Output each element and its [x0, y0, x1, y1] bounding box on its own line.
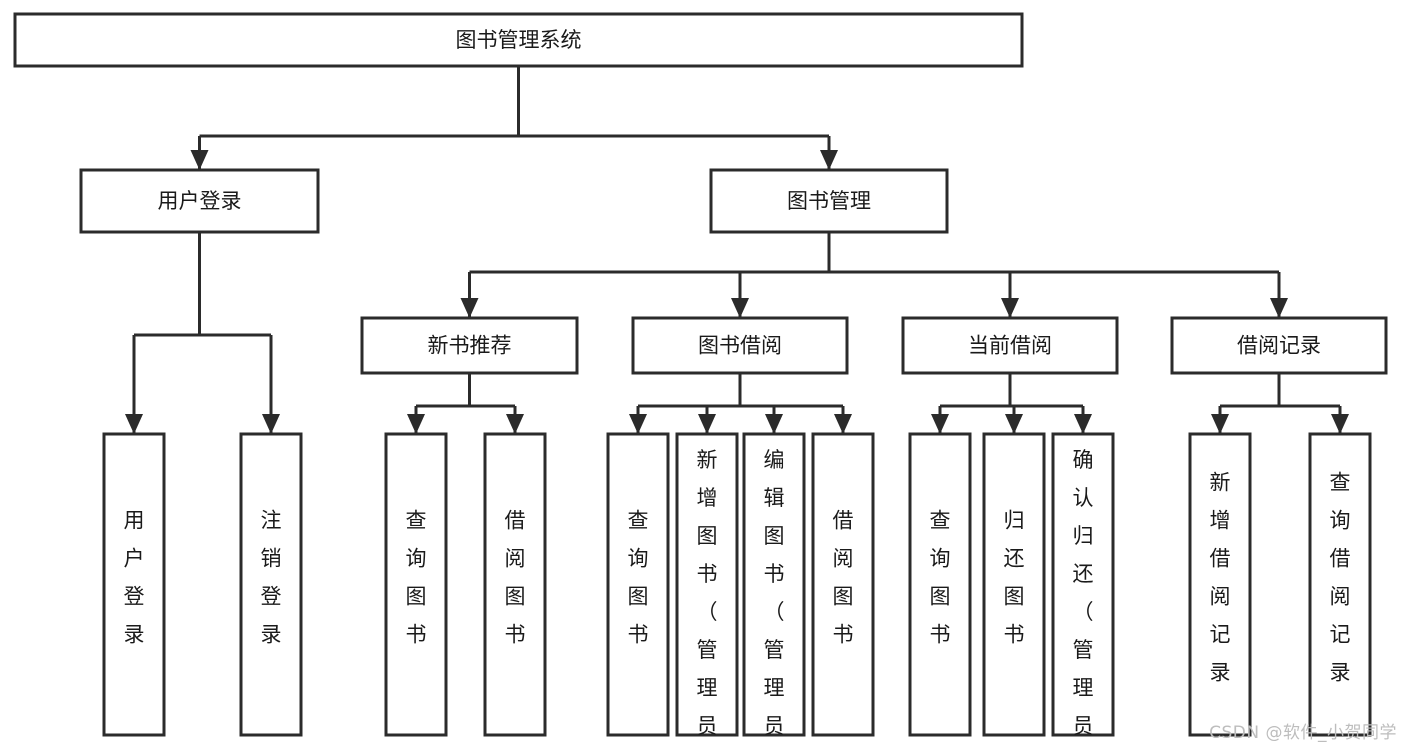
arrow-head-icon — [262, 414, 280, 434]
node-user-login-logout[interactable]: 注销登录 — [239, 432, 303, 737]
arrow-head-icon — [931, 414, 949, 434]
node-new-book-query[interactable]: 查询图书 — [384, 432, 448, 737]
node-label-user-login-logout: 注销登录 — [261, 509, 282, 647]
arrow-head-icon — [698, 414, 716, 434]
node-label-current-return-book: 归还图书 — [1004, 509, 1025, 647]
node-root[interactable]: 图书管理系统 — [13, 12, 1024, 68]
arrow-head-icon — [1074, 414, 1092, 434]
node-label-book-borrow: 图书借阅 — [698, 334, 782, 358]
node-borrow-edit-book[interactable]: 编辑图书（管理员） — [742, 432, 806, 747]
node-box-borrow-records — [1170, 316, 1388, 375]
node-borrow-add-book[interactable]: 新增图书（管理员） — [675, 432, 739, 747]
arrow-head-icon — [820, 150, 838, 170]
node-current-borrow[interactable]: 当前借阅 — [901, 316, 1119, 375]
arrow-head-icon — [731, 298, 749, 318]
node-box-borrow-add-book — [675, 432, 739, 737]
node-box-records-add — [1188, 432, 1252, 737]
arrow-head-icon — [1331, 414, 1349, 434]
node-current-confirm-return[interactable]: 确认归还（管理员） — [1051, 432, 1115, 747]
arrow-head-icon — [834, 414, 852, 434]
node-box-records-query — [1308, 432, 1372, 737]
arrow-head-icon — [407, 414, 425, 434]
node-user-login-login[interactable]: 用户登录 — [102, 432, 166, 737]
node-borrow-borrow-book[interactable]: 借阅图书 — [811, 432, 875, 737]
node-box-book-borrow — [631, 316, 849, 375]
node-box-current-borrow — [901, 316, 1119, 375]
node-current-return-book[interactable]: 归还图书 — [982, 432, 1046, 737]
node-label-records-query: 查询借阅记录 — [1330, 471, 1351, 685]
node-new-book-recommend[interactable]: 新书推荐 — [360, 316, 579, 375]
node-box-user-login — [79, 168, 320, 234]
node-box-current-return-book — [982, 432, 1046, 737]
arrow-head-icon — [1270, 298, 1288, 318]
node-label-current-borrow: 当前借阅 — [968, 334, 1052, 358]
node-box-new-book-recommend — [360, 316, 579, 375]
arrow-head-icon — [506, 414, 524, 434]
arrow-head-icon — [1005, 414, 1023, 434]
node-label-records-add: 新增借阅记录 — [1210, 471, 1231, 685]
node-label-new-book-recommend: 新书推荐 — [428, 334, 512, 358]
node-label-borrow-query-book: 查询图书 — [628, 509, 649, 647]
node-label-borrow-add-book: 新增图书（管理员） — [697, 448, 718, 747]
node-box-new-book-query — [384, 432, 448, 737]
node-label-new-book-query: 查询图书 — [406, 509, 427, 647]
arrow-head-icon — [629, 414, 647, 434]
node-box-current-confirm-return — [1051, 432, 1115, 737]
node-label-borrow-records: 借阅记录 — [1237, 334, 1321, 358]
node-label-current-confirm-return: 确认归还（管理员） — [1073, 448, 1094, 747]
node-label-new-book-borrow: 借阅图书 — [505, 509, 526, 647]
arrow-head-icon — [1001, 298, 1019, 318]
node-box-user-login-login — [102, 432, 166, 737]
node-box-book-management — [709, 168, 949, 234]
node-label-borrow-borrow-book: 借阅图书 — [833, 509, 854, 647]
arrow-head-icon — [190, 150, 209, 170]
node-label-root: 图书管理系统 — [456, 28, 582, 52]
node-book-borrow[interactable]: 图书借阅 — [631, 316, 849, 375]
arrow-head-icon — [460, 298, 479, 318]
node-records-add[interactable]: 新增借阅记录 — [1188, 432, 1252, 737]
node-label-user-login-login: 用户登录 — [124, 509, 145, 647]
node-label-user-login: 用户登录 — [158, 189, 242, 213]
node-current-query-book[interactable]: 查询图书 — [908, 432, 972, 737]
node-borrow-records[interactable]: 借阅记录 — [1170, 316, 1388, 375]
node-label-book-management: 图书管理 — [787, 189, 871, 213]
node-book-management[interactable]: 图书管理 — [709, 168, 949, 234]
node-box-borrow-borrow-book — [811, 432, 875, 737]
node-box-root — [13, 12, 1024, 68]
node-borrow-query-book[interactable]: 查询图书 — [606, 432, 670, 737]
node-box-borrow-query-book — [606, 432, 670, 737]
node-box-user-login-logout — [239, 432, 303, 737]
node-label-current-query-book: 查询图书 — [930, 509, 951, 647]
node-records-query[interactable]: 查询借阅记录 — [1308, 432, 1372, 737]
node-layer: 图书管理系统用户登录用户登录注销登录图书管理新书推荐查询图书借阅图书图书借阅查询… — [13, 12, 1388, 747]
node-box-current-query-book — [908, 432, 972, 737]
node-label-borrow-edit-book: 编辑图书（管理员） — [764, 448, 785, 747]
node-user-login[interactable]: 用户登录 — [79, 168, 320, 234]
node-box-borrow-edit-book — [742, 432, 806, 737]
arrow-head-icon — [765, 414, 783, 434]
node-new-book-borrow[interactable]: 借阅图书 — [483, 432, 547, 737]
node-box-new-book-borrow — [483, 432, 547, 737]
connector-layer — [125, 66, 1349, 434]
arrow-head-icon — [1211, 414, 1229, 434]
arrow-head-icon — [125, 414, 143, 434]
